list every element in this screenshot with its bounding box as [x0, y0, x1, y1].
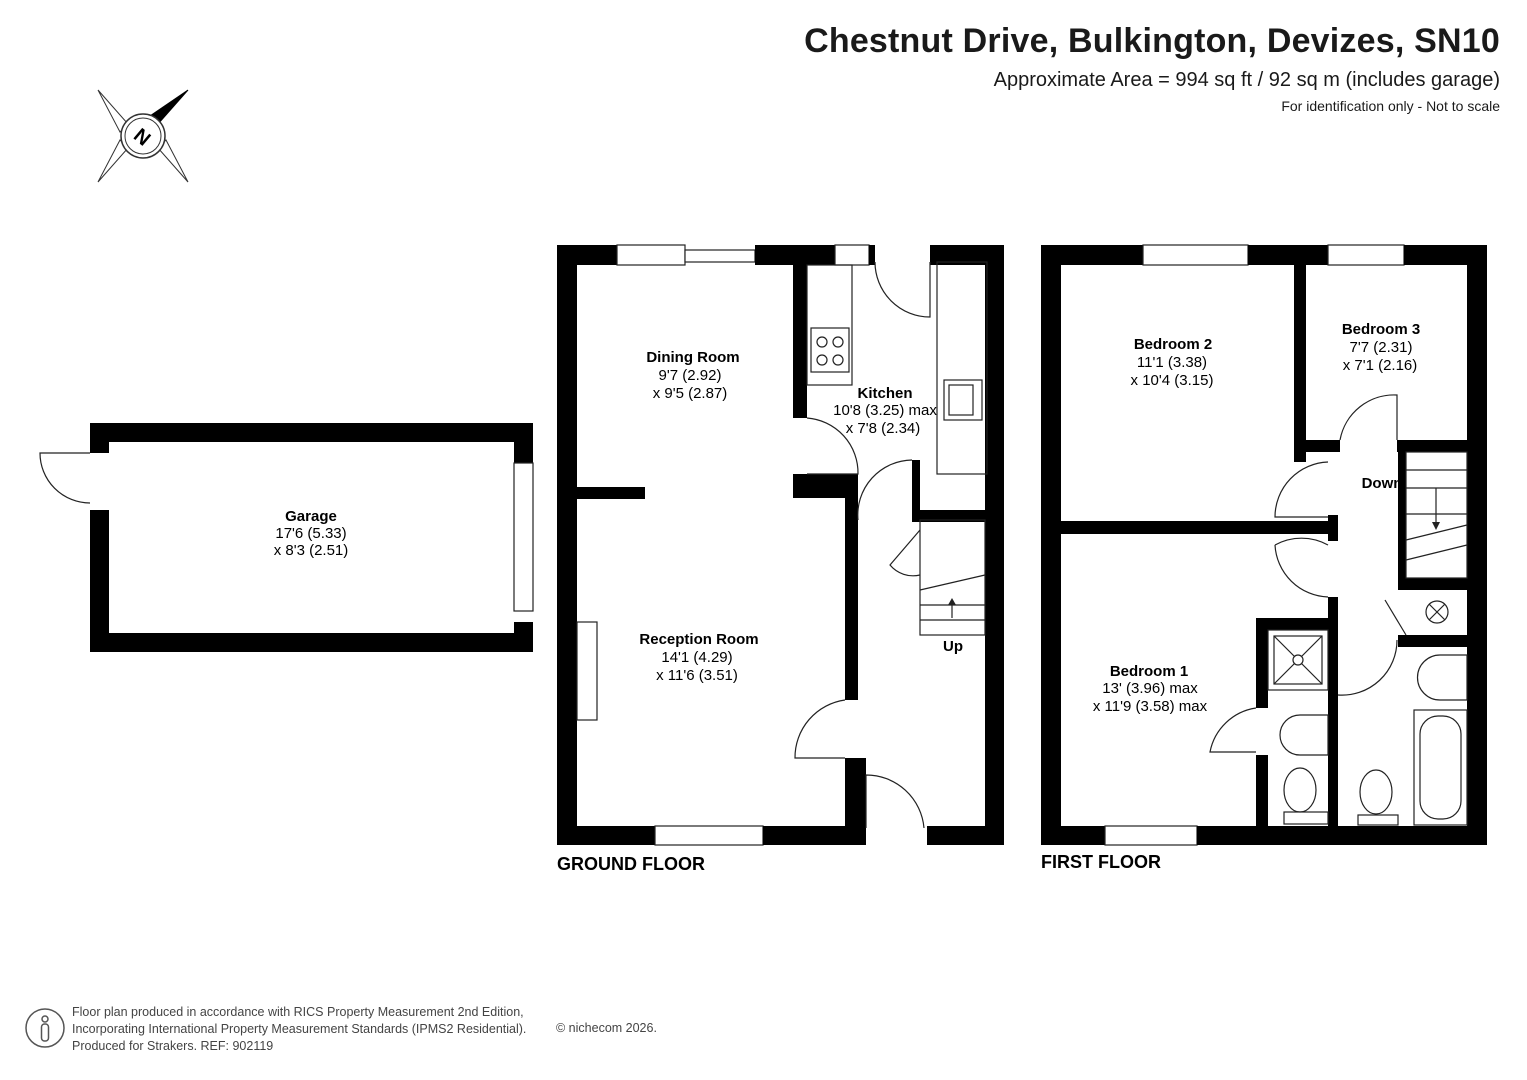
- header: Chestnut Drive, Bulkington, Devizes, SN1…: [804, 22, 1500, 114]
- compass-icon: N: [97, 89, 189, 183]
- reception-room-dim2: x 11'6 (3.51): [656, 667, 738, 684]
- dining-room-dim1: 9'7 (2.92): [659, 367, 722, 384]
- footer-text: Floor plan produced in accordance with R…: [72, 1004, 526, 1055]
- first-floor: Bedroom 2 11'1 (3.38) x 10'4 (3.15) Bedr…: [1041, 244, 1487, 872]
- kitchen-dim1: 10'8 (3.25) max: [833, 402, 937, 419]
- area-summary: Approximate Area = 994 sq ft / 92 sq m (…: [993, 69, 1500, 91]
- kitchen-dim2: x 7'8 (2.34): [846, 420, 921, 437]
- person-icon: [25, 1008, 65, 1048]
- footer-line-2: Incorporating International Property Mea…: [72, 1022, 527, 1036]
- stairs-up-label: Up: [943, 638, 963, 655]
- garage: Garage 17'6 (5.33) x 8'3 (2.51): [39, 423, 534, 652]
- reception-room-dim1: 14'1 (4.29): [661, 649, 732, 666]
- dining-room-name: Dining Room: [646, 349, 739, 366]
- bedroom-1-dim1: 13' (3.96) max: [1102, 680, 1198, 697]
- garage-dim1: 17'6 (5.33): [275, 525, 346, 542]
- bedroom-1-dim2: x 11'9 (3.58) max: [1093, 698, 1208, 715]
- bedroom-2-dim1: 11'1 (3.38): [1137, 354, 1207, 371]
- ground-floor: Dining Room 9'7 (2.92) x 9'5 (2.87) Kitc…: [557, 244, 1004, 874]
- copyright: © nichecom 2026.: [556, 1021, 657, 1035]
- bedroom-3-dim1: 7'7 (2.31): [1350, 339, 1413, 356]
- bedroom-2-dim2: x 10'4 (3.15): [1131, 372, 1214, 389]
- garage-dim2: x 8'3 (2.51): [274, 542, 349, 559]
- reception-room-name: Reception Room: [639, 631, 758, 648]
- bedroom-3-dim2: x 7'1 (2.16): [1343, 357, 1418, 374]
- scale-note: For identification only - Not to scale: [1281, 98, 1500, 114]
- dining-room-dim2: x 9'5 (2.87): [653, 385, 728, 402]
- bedroom-1-name: Bedroom 1: [1110, 663, 1188, 680]
- footer-line-1: Floor plan produced in accordance with R…: [72, 1005, 524, 1019]
- kitchen-name: Kitchen: [857, 385, 912, 402]
- first-floor-label: FIRST FLOOR: [1041, 852, 1161, 872]
- page-title: Chestnut Drive, Bulkington, Devizes, SN1…: [804, 22, 1500, 60]
- footer-line-3: Produced for Strakers. REF: 902119: [72, 1039, 274, 1053]
- bedroom-3-name: Bedroom 3: [1342, 321, 1420, 338]
- garage-name: Garage: [285, 508, 337, 525]
- bedroom-2-name: Bedroom 2: [1134, 336, 1212, 353]
- stairs-down-label: Down: [1362, 475, 1403, 492]
- ground-floor-label: GROUND FLOOR: [557, 854, 705, 874]
